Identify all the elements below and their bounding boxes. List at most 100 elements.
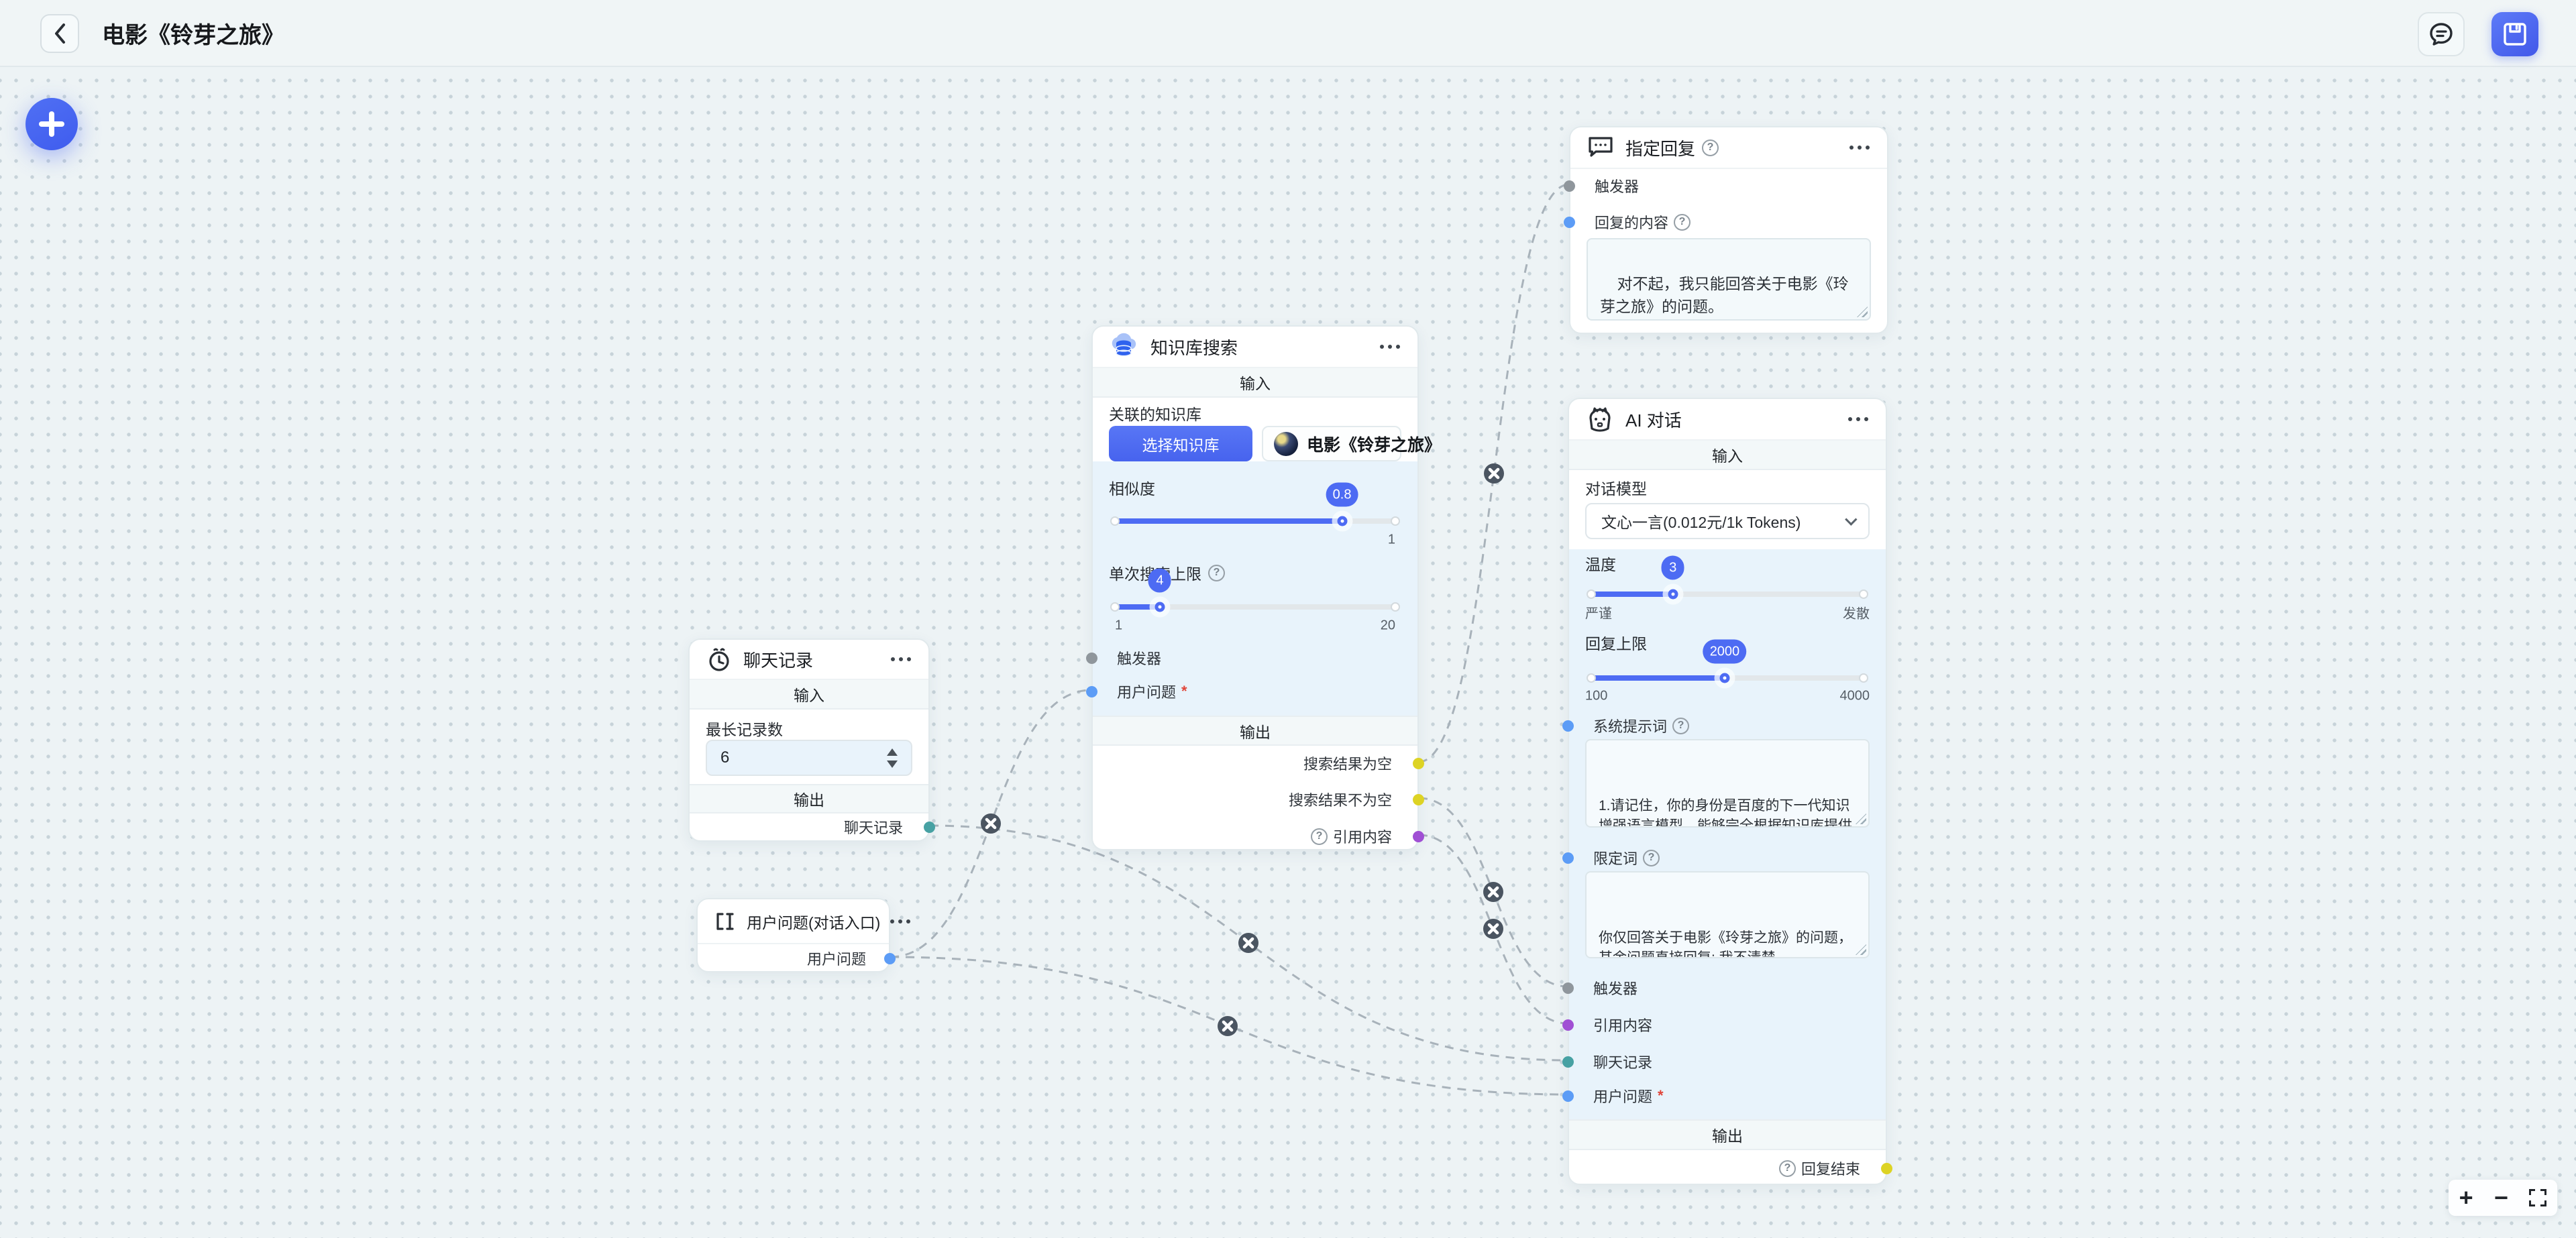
reply-limit-max: 4000	[1839, 688, 1870, 704]
output-port-label: 用户问题	[806, 951, 866, 968]
zoom-in-button[interactable]: +	[2459, 1184, 2473, 1211]
temperature-slider[interactable]: 3	[1587, 555, 1868, 600]
input-port-chat-history[interactable]	[1562, 1056, 1574, 1068]
node-fixed-reply[interactable]: 指定回复? 触发器 回复的内容? 对不起，我只能回答关于电影《玲芽之旅》的问题。	[1564, 126, 1888, 334]
help-icon[interactable]: ?	[1672, 717, 1690, 734]
wire-user-question-to-ai	[890, 956, 1568, 1096]
delete-connection-button[interactable]	[1483, 919, 1503, 939]
resize-grip-icon[interactable]	[1857, 306, 1868, 317]
more-menu-icon[interactable]	[889, 915, 912, 927]
similarity-max: 1	[1387, 532, 1395, 547]
model-select[interactable]: 文心一言(0.012元/1k Tokens)	[1585, 503, 1870, 539]
node-kb-search[interactable]: 知识库搜索 输入 关联的知识库 选择知识库 电影《铃芽之旅》 相似度 0.8 1…	[1086, 325, 1441, 850]
system-prompt-textarea[interactable]: 1.请记住，你的身份是百度的下一代知识增强语言模型，能够完全根据知识库提供的内容…	[1585, 739, 1870, 828]
zoom-out-button[interactable]: −	[2494, 1184, 2509, 1211]
output-port-reply-end[interactable]	[1881, 1163, 1892, 1174]
node-title: 知识库搜索	[1150, 337, 1238, 358]
input-port-label: 触发器	[1595, 178, 1640, 195]
similarity-slider[interactable]: 0.8	[1110, 482, 1400, 526]
qualifier-textarea[interactable]: 你仅回答关于电影《玲芽之旅》的问题，其余问题直接回复: 我不清楚。	[1585, 871, 1870, 958]
input-port-trigger[interactable]	[1564, 180, 1575, 192]
model-value: 文心一言(0.012元/1k Tokens)	[1601, 514, 1801, 531]
select-kb-button[interactable]: 选择知识库	[1109, 426, 1252, 461]
output-port-label: 搜索结果不为空	[1288, 792, 1392, 809]
back-button[interactable]	[40, 14, 79, 53]
more-menu-icon[interactable]	[1379, 341, 1401, 353]
output-port-result-empty[interactable]	[1413, 758, 1424, 769]
input-section-header: 输入	[690, 680, 928, 710]
node-title: AI 对话	[1625, 410, 1682, 431]
output-port-label: ?回复结束	[1778, 1158, 1860, 1179]
add-node-button[interactable]	[25, 98, 78, 150]
input-port-label: 用户问题*	[1117, 683, 1187, 701]
help-icon[interactable]: ?	[1674, 213, 1691, 231]
similarity-value: 0.8	[1326, 482, 1358, 507]
reply-limit-slider[interactable]: 2000	[1587, 639, 1868, 683]
node-chat-history[interactable]: 聊天记录 输入 最长记录数 6 输出 聊天记录	[688, 638, 935, 842]
resize-grip-icon[interactable]	[1856, 813, 1866, 824]
output-port-chat-history[interactable]	[924, 822, 935, 833]
output-section-header: 输出	[1093, 716, 1417, 746]
help-icon[interactable]: ?	[1778, 1160, 1796, 1177]
help-icon[interactable]: ?	[1310, 828, 1328, 845]
input-port-user-question[interactable]	[1562, 1090, 1574, 1102]
delete-connection-button[interactable]	[1484, 463, 1504, 484]
input-port-label: 触发器	[1593, 980, 1638, 997]
max-records-input[interactable]: 6	[706, 740, 912, 776]
resize-grip-icon[interactable]	[1856, 944, 1866, 955]
node-header[interactable]: AI 对话	[1569, 399, 1886, 441]
debug-chat-button[interactable]	[2418, 12, 2465, 56]
slider-handle[interactable]: 2000	[1703, 639, 1747, 683]
help-icon[interactable]: ?	[1643, 849, 1660, 866]
stepper-up-icon	[887, 748, 898, 756]
save-button[interactable]	[2491, 12, 2538, 56]
node-header[interactable]: 知识库搜索	[1093, 327, 1417, 368]
more-menu-icon[interactable]	[1847, 413, 1870, 425]
input-section-header: 输入	[1569, 441, 1886, 470]
slider-handle[interactable]: 0.8	[1326, 482, 1358, 526]
reply-content-textarea[interactable]: 对不起，我只能回答关于电影《玲芽之旅》的问题。	[1587, 238, 1871, 321]
output-port-result-not-empty[interactable]	[1413, 794, 1424, 805]
input-port-label: 触发器	[1117, 651, 1162, 667]
node-ai-chat[interactable]: AI 对话 输入 对话模型 文心一言(0.012元/1k Tokens) 温度 …	[1562, 398, 1892, 1185]
node-header[interactable]: 聊天记录	[690, 640, 928, 680]
help-icon[interactable]: ?	[1702, 139, 1719, 156]
input-port-system-prompt[interactable]	[1562, 720, 1574, 732]
delete-connection-button[interactable]	[1238, 933, 1258, 953]
search-limit-slider[interactable]: 4	[1110, 568, 1400, 612]
node-header[interactable]: 用户问题(对话入口)	[698, 899, 911, 944]
delete-connection-button[interactable]	[1218, 1016, 1238, 1036]
input-port-trigger[interactable]	[1562, 982, 1574, 994]
wire-kb-empty-to-reply	[1418, 183, 1570, 763]
input-port-trigger[interactable]	[1086, 653, 1097, 664]
node-user-question[interactable]: 用户问题(对话入口) 用户问题	[696, 898, 911, 972]
max-records-value: 6	[720, 748, 730, 767]
delete-connection-button[interactable]	[981, 813, 1001, 834]
reply-content-label: 回复的内容?	[1595, 211, 1691, 233]
input-port-qualifier[interactable]	[1562, 852, 1574, 864]
search-limit-max: 20	[1380, 618, 1395, 633]
model-label: 对话模型	[1585, 480, 1647, 498]
more-menu-icon[interactable]	[890, 653, 912, 665]
input-port-user-question[interactable]	[1086, 686, 1097, 697]
temperature-min-label: 严谨	[1585, 606, 1612, 622]
similarity-label: 相似度	[1109, 480, 1155, 498]
node-title: 用户问题(对话入口)	[747, 913, 881, 932]
delete-connection-button[interactable]	[1483, 882, 1503, 902]
more-menu-icon[interactable]	[1848, 142, 1871, 154]
output-port-user-question[interactable]	[884, 953, 896, 964]
params-zone	[1093, 461, 1417, 716]
node-header[interactable]: 指定回复?	[1570, 127, 1887, 169]
help-icon[interactable]: ?	[1208, 564, 1225, 581]
slider-handle[interactable]: 4	[1148, 568, 1171, 612]
fit-view-button[interactable]	[2529, 1189, 2547, 1206]
node-title: 指定回复?	[1625, 135, 1719, 160]
zoom-controls: + −	[2449, 1180, 2557, 1216]
reply-bubble-icon	[1587, 135, 1615, 160]
slider-handle[interactable]: 3	[1661, 555, 1684, 600]
output-port-quote-content[interactable]	[1413, 831, 1424, 842]
input-port-quote-content[interactable]	[1562, 1019, 1574, 1031]
input-port-reply-content[interactable]	[1564, 217, 1575, 228]
kb-chip[interactable]: 电影《铃芽之旅》	[1262, 426, 1441, 461]
number-stepper[interactable]	[887, 748, 898, 768]
